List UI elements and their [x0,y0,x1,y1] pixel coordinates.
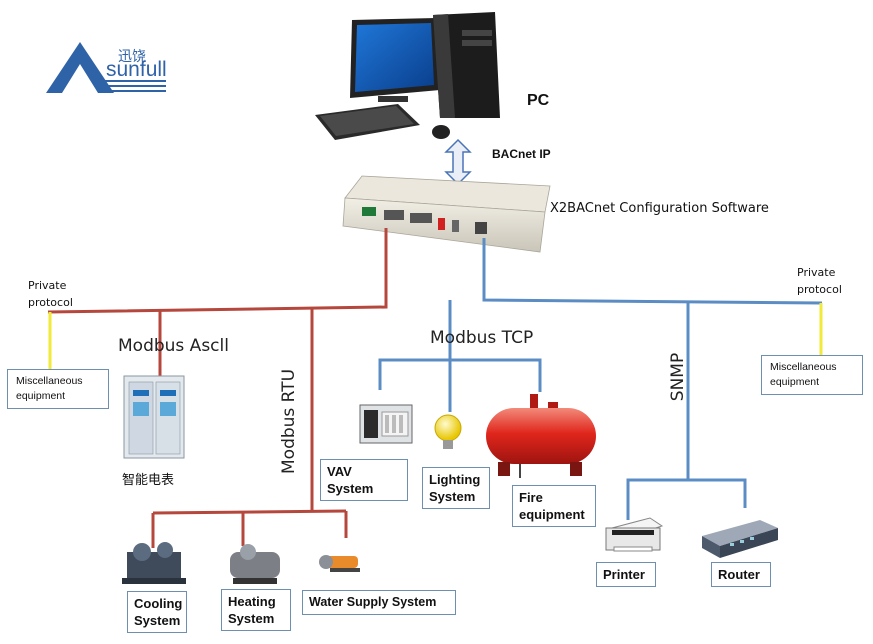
modbus-rtu-lines [47,228,388,548]
heating-system-box: Heating System [221,589,291,631]
misc-equipment-left-line2: equipment [16,390,66,402]
misc-equipment-right-line1: Miscellaneous [770,361,837,373]
lighting-system-line1: Lighting [429,472,481,487]
printer-box: Printer [596,562,656,587]
bacnet-ip-label: BACnet IP [492,147,551,161]
fire-tank-image [486,394,596,478]
fire-equipment-box: Fire equipment [512,485,596,527]
misc-equipment-right-line2: equipment [770,376,820,388]
private-protocol-right-line2: protocol [797,283,842,296]
router-image [702,520,778,558]
cooling-system-line1: Cooling [134,596,183,611]
logo-brand-text: sunfull [106,58,167,81]
misc-equipment-left-box: Miscellaneous equipment [7,369,109,409]
lighting-system-line2: System [429,489,476,504]
private-protocol-left-line1: Private [28,279,67,292]
modbus-rtu-label: Modbus RTU [279,368,299,474]
cooling-machine-image [122,542,186,584]
fire-equipment-line2: equipment [519,507,585,522]
modbus-ascii-label: Modbus Ascll [118,336,229,356]
vav-system-box: VAV System [320,459,408,501]
heating-system-line1: Heating [228,594,276,609]
pc-computer-image [315,12,500,140]
modbus-tcp-lines [378,238,823,520]
water-pump-image [319,555,360,572]
private-protocol-right-line1: Private [797,266,836,279]
modbus-tcp-label: Modbus TCP [430,328,534,348]
lighting-system-box: Lighting System [422,467,490,509]
router-box: Router [711,562,771,587]
misc-equipment-right-box: Miscellaneous equipment [761,355,863,395]
gateway-device-image [342,175,551,253]
sunfull-logo [46,42,166,93]
smart-meter-cabinet-image [123,375,185,459]
snmp-label: SNMP [668,352,688,402]
private-protocol-right-label: Private protocol [797,264,842,298]
gateway-label: X2BACnet Configuration Software [550,201,769,216]
printer-image [605,517,664,552]
cooling-system-line2: System [134,613,181,628]
water-supply-system-box: Water Supply System [302,590,456,615]
light-bulb-image [434,414,462,449]
fire-equipment-line1: Fire [519,490,543,505]
logo-chinese-text: 迅饶 [118,49,146,65]
heating-machine-image [230,544,280,584]
private-protocol-left-line2: protocol [28,296,73,309]
heating-system-line2: System [228,611,275,626]
cooling-system-box: Cooling System [127,591,187,633]
bacnet-ip-arrow [444,138,472,186]
smart-meter-label: 智能电表 [122,473,175,488]
vav-image [359,404,413,444]
pc-label: PC [527,92,550,109]
private-protocol-left-label: Private protocol [28,277,73,311]
misc-equipment-left-line1: Miscellaneous [16,375,83,387]
